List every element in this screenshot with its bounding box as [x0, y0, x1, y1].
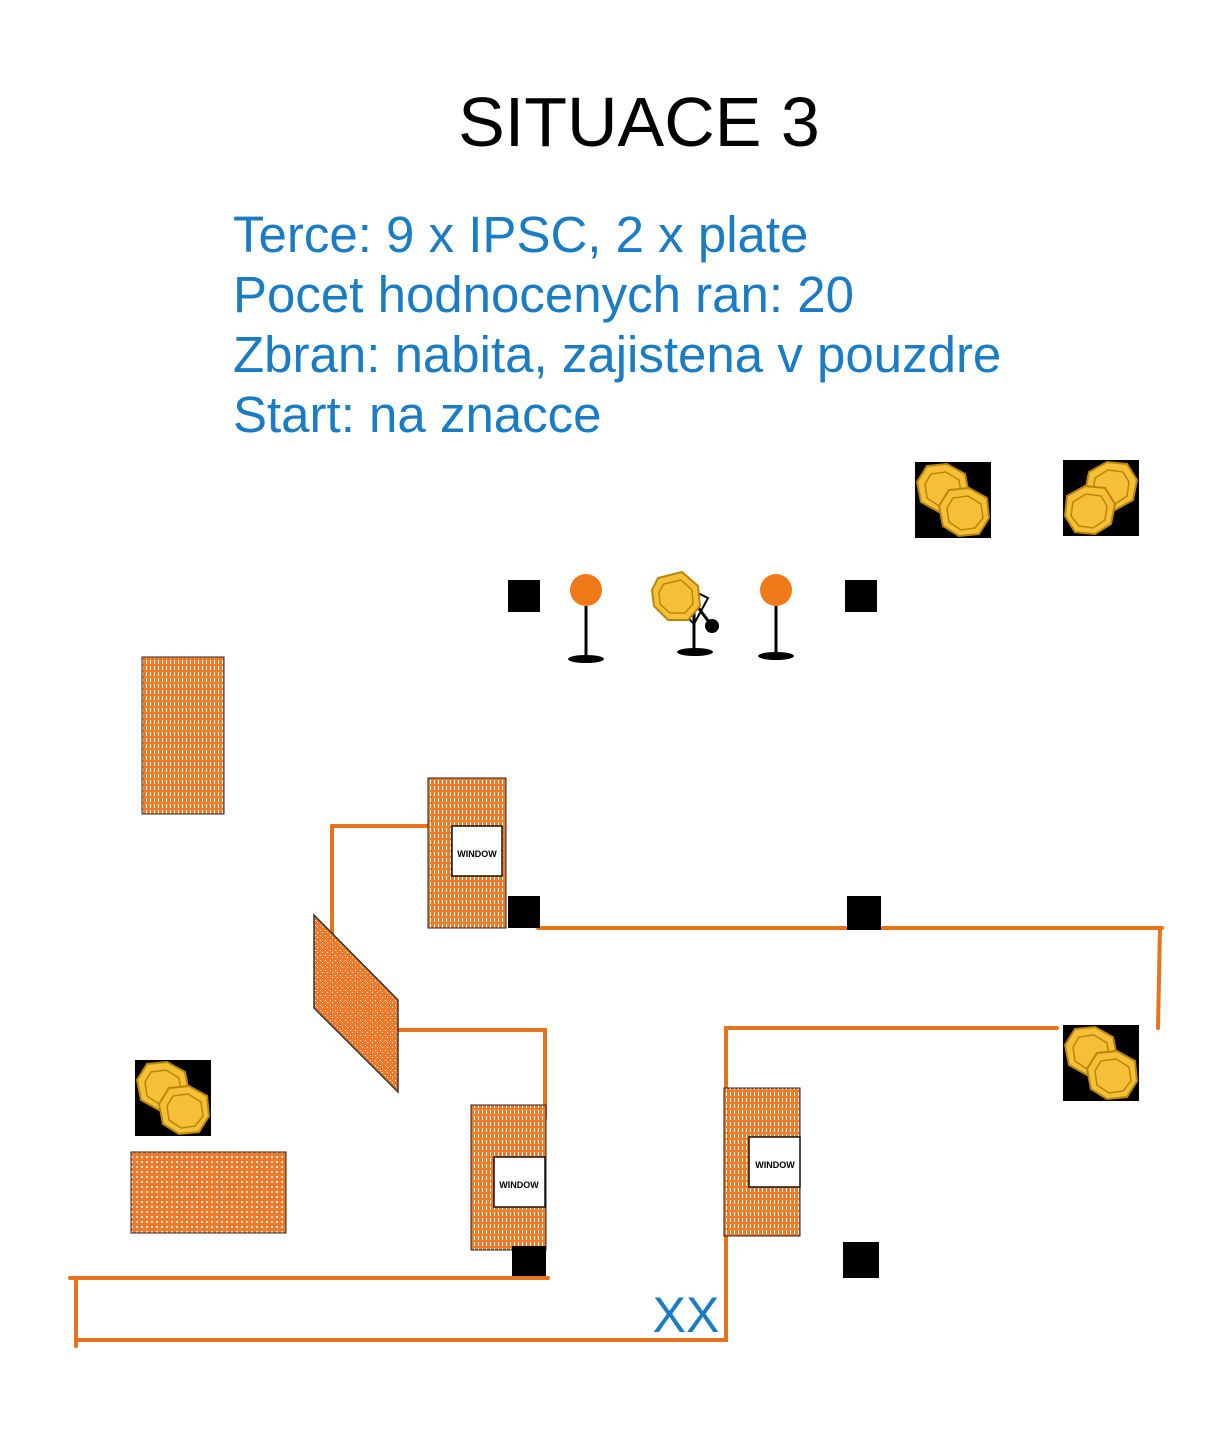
ipsc-target-pair — [1062, 459, 1140, 537]
window-wall-middle: WINDOW — [470, 1104, 547, 1251]
start-line: Start: na znacce — [233, 386, 602, 443]
fault-line-mid — [396, 1028, 547, 1120]
steel-plate — [568, 574, 604, 663]
no-shoot-targets — [508, 580, 881, 1278]
diagonal-barrier — [313, 913, 399, 1094]
targets-line: Terce: 9 x IPSC, 2 x plate — [233, 206, 809, 263]
no-shoot-target — [847, 896, 881, 930]
no-shoot-target — [508, 896, 540, 928]
ipsc-target-pair — [134, 1059, 212, 1137]
wall-left-top — [141, 656, 225, 815]
no-shoot-target — [845, 580, 877, 612]
window-label: WINDOW — [499, 1180, 539, 1190]
start-marker: XX — [653, 1287, 720, 1343]
window-label: WINDOW — [457, 849, 497, 859]
rounds-line: Pocet hodnocenych ran: 20 — [233, 266, 854, 323]
fault-lines — [68, 824, 1164, 1348]
swinger-target — [650, 570, 719, 656]
window-wall-right: WINDOW — [723, 1087, 801, 1237]
page-title: SITUACE 3 — [458, 83, 820, 161]
window-wall-top: WINDOW — [427, 777, 507, 929]
no-shoot-target — [512, 1246, 546, 1276]
window-label: WINDOW — [755, 1160, 795, 1170]
weapon-line: Zbran: nabita, zajistena v pouzdre — [233, 326, 1002, 383]
ipsc-target-pair — [1062, 1024, 1140, 1102]
ipsc-target-pair — [914, 461, 992, 539]
stage-info: Terce: 9 x IPSC, 2 x plate Pocet hodnoce… — [233, 205, 1001, 445]
no-shoot-target — [843, 1242, 879, 1278]
fault-line-right-return — [1156, 926, 1162, 1030]
wall-left-bottom — [130, 1151, 287, 1234]
steel-plate — [758, 574, 794, 660]
no-shoot-target — [508, 580, 540, 612]
